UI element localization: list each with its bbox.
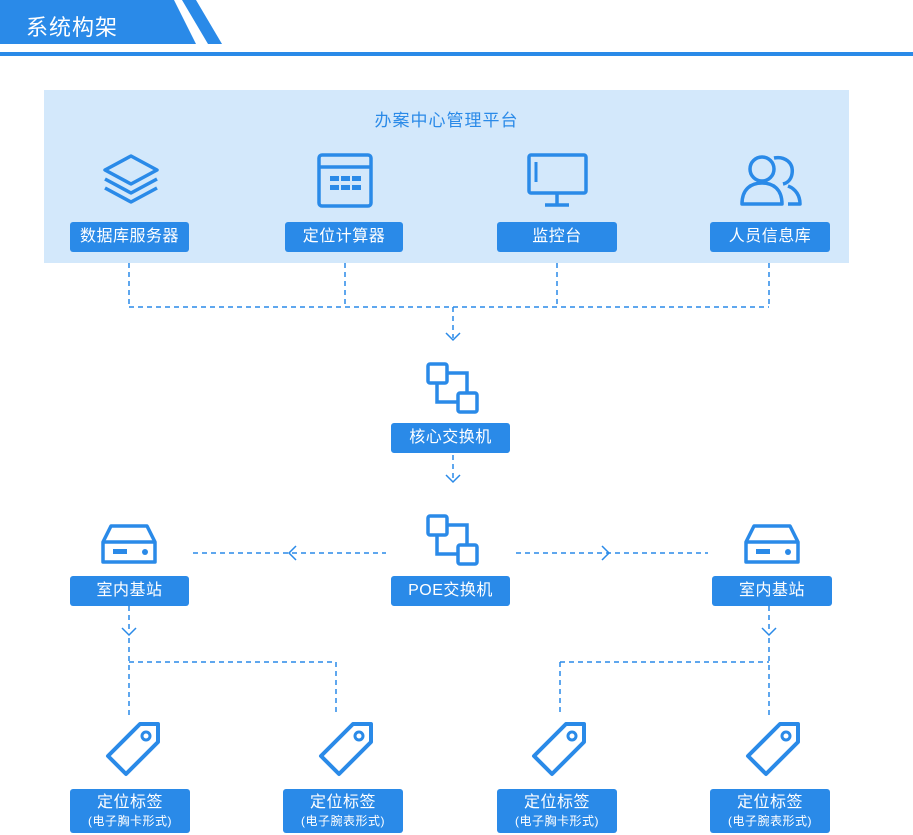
database-stack-icon <box>103 154 159 204</box>
position-calculator-label: 定位计算器 <box>285 222 403 252</box>
page-title: 系统构架 <box>26 15 119 40</box>
tag-icon <box>106 722 160 776</box>
header-tab <box>0 0 222 44</box>
tag-wristband-label: 定位标签 (电子腕表形式) <box>283 789 403 833</box>
header-divider <box>0 52 913 56</box>
core-switch-icon <box>426 362 479 414</box>
platform-title: 办案中心管理平台 <box>374 111 519 130</box>
base-station-left-label: 室内基站 <box>70 576 189 606</box>
tag-icon <box>746 722 800 776</box>
base-station-icon <box>744 524 800 564</box>
tag-subtitle: (电子胸卡形式) <box>515 814 599 828</box>
poe-switch-label: POE交换机 <box>391 576 510 606</box>
tag-icon <box>319 722 373 776</box>
users-icon <box>740 155 802 206</box>
tag-title: 定位标签 <box>309 794 376 811</box>
tag-wristband-label: 定位标签 (电子腕表形式) <box>710 789 830 833</box>
calculator-icon <box>317 153 373 208</box>
tag-subtitle: (电子腕表形式) <box>728 814 812 828</box>
tag-title: 定位标签 <box>736 794 803 811</box>
tag-subtitle: (电子腕表形式) <box>301 814 385 828</box>
core-switch-label: 核心交换机 <box>391 423 510 453</box>
tag-chest-card-label: 定位标签 (电子胸卡形式) <box>70 789 190 833</box>
personnel-db-label: 人员信息库 <box>710 222 830 252</box>
tag-icon <box>532 722 586 776</box>
base-station-icon <box>101 524 157 564</box>
tag-title: 定位标签 <box>523 794 590 811</box>
tag-title: 定位标签 <box>96 794 163 811</box>
tag-subtitle: (电子胸卡形式) <box>88 814 172 828</box>
monitoring-console-label: 监控台 <box>497 222 617 252</box>
poe-switch-icon <box>426 514 479 566</box>
database-server-label: 数据库服务器 <box>70 222 189 252</box>
base-station-right-label: 室内基站 <box>712 576 832 606</box>
monitor-icon <box>527 153 588 207</box>
tag-chest-card-label: 定位标签 (电子胸卡形式) <box>497 789 617 833</box>
